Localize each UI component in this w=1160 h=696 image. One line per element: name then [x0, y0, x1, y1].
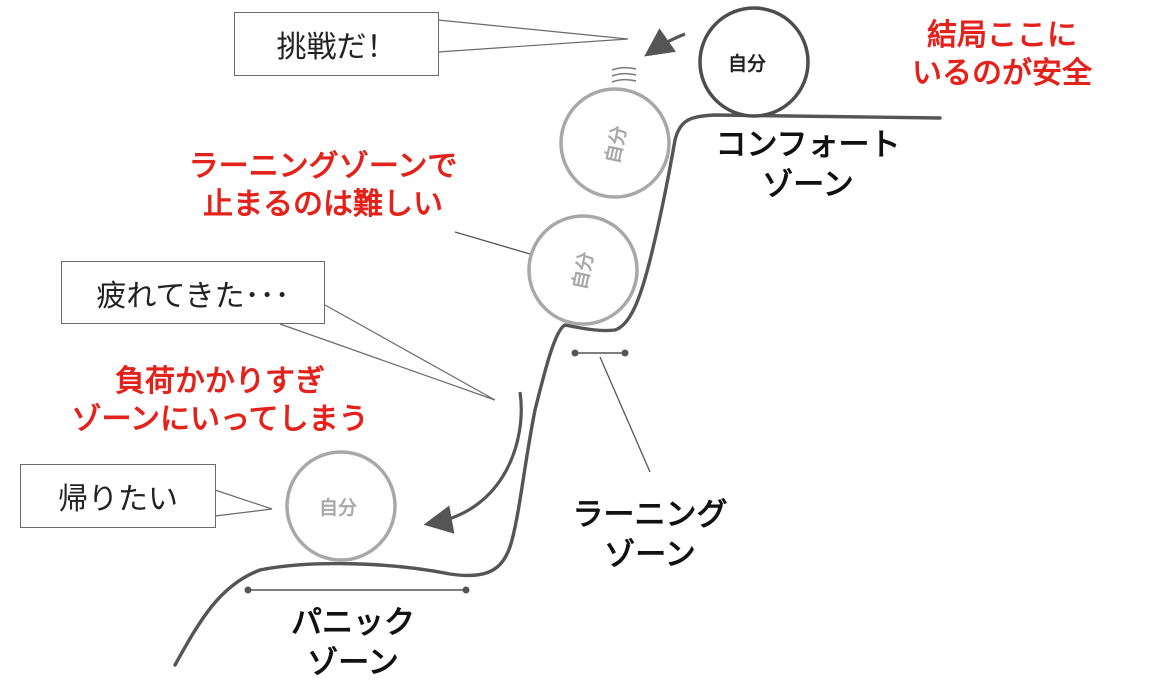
fall-arrow — [423, 391, 523, 534]
self-circle-learning — [527, 214, 639, 326]
challenge-speech-text: 挑戦だ！ — [276, 30, 397, 65]
go-home-speech-bubble: 帰りたい — [20, 464, 216, 528]
learning-zone-label-line-2: ゾーン — [604, 537, 696, 573]
tired-bubble-tail — [279, 304, 496, 401]
comfort-safe-note: 結局ここに いるのが安全 — [892, 17, 1112, 93]
comfort-zone-label: コンフォート ゾーン — [693, 125, 923, 205]
go-home-speech-text: 帰りたい — [58, 482, 178, 517]
comfort-safe-note-line-2: いるのが安全 — [912, 56, 1092, 91]
overload-note-line-2: ゾーンにいってしまう — [71, 402, 369, 437]
learning-hard-note-line-2: 止まるのは難しい — [203, 187, 443, 222]
comfort-safe-note-line-1: 結局ここに — [927, 18, 1077, 53]
go-home-bubble-tail — [214, 489, 273, 517]
panic-zone-label-line-2: ゾーン — [307, 645, 399, 681]
comfort-zone-label-line-1: コンフォート — [715, 127, 901, 163]
learning-hard-note: ラーニングゾーンで 止まるのは難しい — [163, 148, 483, 224]
self-label-comfort: 自分 — [728, 53, 767, 75]
panic-zone-span — [244, 586, 470, 594]
learning-zone-label: ラーニング ゾーン — [550, 495, 750, 575]
self-label-panic: 自分 — [319, 497, 358, 519]
overload-note-line-1: 負荷かかりすぎ — [115, 364, 325, 399]
terrain-curve — [173, 113, 942, 667]
learning-note-leader — [454, 231, 531, 255]
panic-zone-label: パニック ゾーン — [273, 603, 433, 683]
motion-lines — [611, 66, 637, 83]
challenge-speech-bubble: 挑戦だ！ — [234, 12, 439, 76]
tired-speech-bubble: 疲れてきた･･･ — [61, 261, 325, 324]
panic-zone-label-line-1: パニック — [291, 605, 415, 641]
learning-zone-span — [571, 349, 629, 357]
tired-speech-text: 疲れてきた･･･ — [96, 278, 290, 314]
learning-zone-leader — [599, 356, 651, 473]
learning-hard-note-line-1: ラーニングゾーンで — [188, 149, 458, 184]
self-circle-comfort — [698, 6, 810, 118]
approach-arrow — [644, 28, 686, 57]
overload-note: 負荷かかりすぎ ゾーンにいってしまう — [45, 363, 395, 439]
comfort-zone-label-line-2: ゾーン — [762, 167, 854, 203]
self-circle-top-faded — [559, 87, 671, 199]
learning-zone-label-line-1: ラーニング — [572, 497, 728, 533]
self-circle-panic — [285, 450, 397, 562]
challenge-bubble-tail — [437, 19, 629, 53]
